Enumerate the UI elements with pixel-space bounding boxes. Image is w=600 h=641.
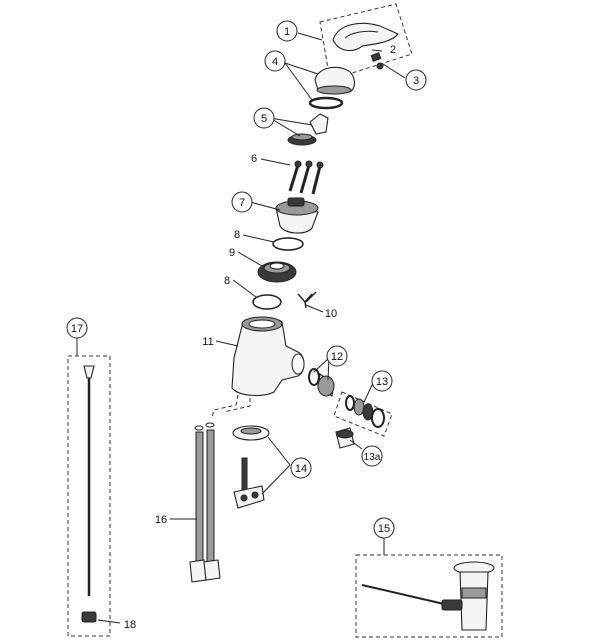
screw-cap xyxy=(376,62,384,70)
cover-dome xyxy=(314,66,356,93)
o-ring-8-lower xyxy=(252,294,282,310)
grub-screw xyxy=(370,52,382,62)
o-ring-8-upper xyxy=(272,237,304,251)
callout-17: 17 xyxy=(71,323,83,335)
waste-body xyxy=(459,571,489,631)
aerator-parts-group xyxy=(333,391,393,437)
callout-11: 11 xyxy=(202,336,213,348)
callout-18: 18 xyxy=(124,619,136,631)
hose-right xyxy=(206,429,215,563)
callout-circle-17 xyxy=(66,317,88,339)
seal-assembly-group xyxy=(257,261,297,283)
callout-circle-3 xyxy=(405,69,427,91)
callout-10: 10 xyxy=(325,308,337,320)
waste-lever-rod xyxy=(361,584,445,605)
retaining-clip xyxy=(297,291,317,309)
callout-circle-14 xyxy=(290,457,312,479)
waste-assembly-group xyxy=(355,554,503,638)
callout-circle-15 xyxy=(373,517,395,539)
fixing-kit-group xyxy=(232,425,270,509)
callout-circle-7 xyxy=(231,191,253,213)
o-ring-4 xyxy=(308,96,344,110)
rod-knob xyxy=(83,365,95,379)
spline-adaptor xyxy=(309,113,329,135)
screws-group xyxy=(288,160,324,195)
callout-2: 2 xyxy=(390,44,396,56)
callout-circles xyxy=(66,20,427,539)
callout-15: 15 xyxy=(378,523,390,535)
callout-12: 12 xyxy=(331,351,343,363)
callout-14: 14 xyxy=(295,463,307,475)
callout-circle-12 xyxy=(326,345,348,367)
callout-circle-13 xyxy=(371,370,393,392)
hose-left xyxy=(195,431,204,563)
callout-6: 6 xyxy=(251,153,257,165)
callout-circle-4 xyxy=(264,50,286,72)
cartridge-group xyxy=(275,197,319,234)
callout-circle-13a xyxy=(361,445,383,467)
callout-9: 9 xyxy=(229,247,235,259)
tap-body-group xyxy=(211,316,305,419)
part-13a xyxy=(335,427,355,449)
callout-16: 16 xyxy=(155,514,167,526)
adaptor-group xyxy=(287,113,329,146)
fixing-bracket xyxy=(233,485,265,509)
popup-rod-group xyxy=(67,355,111,637)
callout-7: 7 xyxy=(239,197,245,209)
lever-handle-group xyxy=(319,3,413,81)
callout-circle-5 xyxy=(253,107,275,129)
lever-handle xyxy=(332,22,399,52)
cover-dome-group xyxy=(308,66,356,110)
callout-1: 1 xyxy=(284,26,290,38)
callout-3: 3 xyxy=(413,75,419,87)
callout-5: 5 xyxy=(261,113,267,125)
callout-13a: 13a xyxy=(364,452,381,463)
leader-lines xyxy=(76,32,406,624)
flexible-hoses-group xyxy=(189,422,221,583)
callout-8-lower: 8 xyxy=(224,275,230,287)
callout-labels: 1 2 3 4 5 6 7 8 9 8 10 11 12 13 13a 14 1… xyxy=(71,26,419,631)
outlet-fittings-group xyxy=(308,368,335,397)
callout-8-upper: 8 xyxy=(234,229,240,241)
callout-4: 4 xyxy=(272,56,278,68)
callout-circle-1 xyxy=(276,20,298,42)
washer-12 xyxy=(308,368,320,386)
rod-clip xyxy=(81,611,97,623)
callout-13: 13 xyxy=(376,376,388,388)
